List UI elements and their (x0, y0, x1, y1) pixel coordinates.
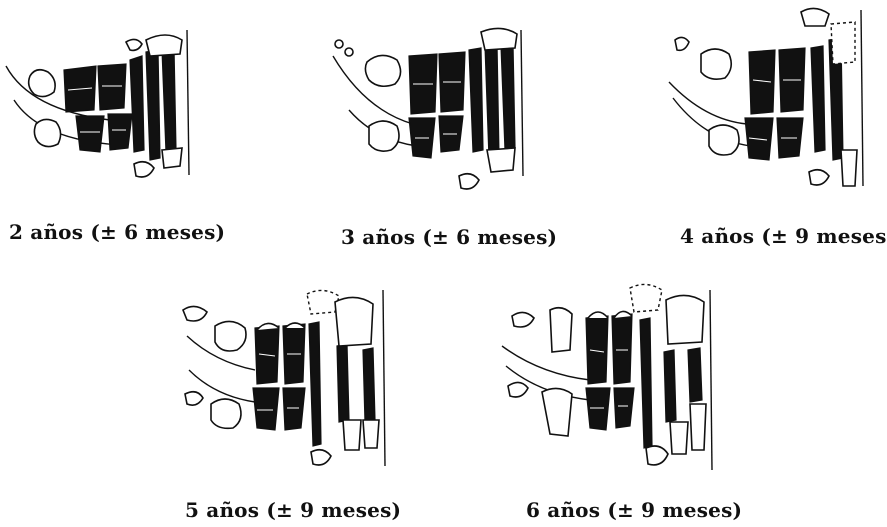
primary-canine (640, 318, 652, 448)
primary-incisor (162, 48, 176, 152)
tooth-bud-molar (701, 49, 731, 79)
caption-4-years: 4 años (± 9 meses) (680, 224, 887, 248)
dentition-diagram-3-years (325, 0, 555, 200)
dentition-diagram-5-years (175, 270, 405, 480)
dentition-panel-3-years: 3 años (± 6 meses) (325, 0, 555, 260)
dentition-panel-4-years: 4 años (± 9 meses) (665, 0, 887, 260)
dentition-panel-2-years: 2 años (± 6 meses) (0, 0, 230, 260)
caption-3-years: 3 años (± 6 meses) (341, 225, 557, 249)
primary-molar (108, 114, 132, 150)
dentition-diagram-2-years (0, 0, 230, 200)
primary-molar (614, 388, 634, 428)
tooth-bud-molar (211, 399, 241, 428)
tooth-bud-molar (215, 321, 246, 351)
permanent-molar-crown (550, 308, 572, 352)
dentition-diagram-4-years (665, 0, 887, 200)
dentition-diagram-6-years (500, 270, 730, 480)
primary-incisor (501, 44, 515, 150)
permanent-incisor-bud (481, 28, 517, 50)
tooth-bud-molar (709, 125, 739, 155)
tooth-bud-molar (369, 121, 399, 151)
permanent-molar-crown (542, 388, 572, 436)
caption-6-years: 6 años (± 9 meses) (526, 498, 742, 522)
permanent-incisor-bud (146, 35, 182, 56)
primary-canine (130, 56, 144, 152)
caption-2-years: 2 años (± 6 meses) (9, 220, 225, 244)
primary-molar (586, 388, 610, 430)
primary-molar (98, 64, 126, 110)
primary-molar (76, 116, 104, 152)
caption-5-years: 5 años (± 9 meses) (185, 498, 401, 522)
dentition-panel-5-years: 5 años (± 9 meses) (175, 270, 405, 527)
permanent-incisor-bud (666, 295, 704, 344)
primary-incisor (337, 344, 349, 422)
tooth-bud-molar (365, 55, 400, 86)
primary-incisor (688, 348, 702, 402)
primary-canine (309, 322, 321, 446)
primary-canine (469, 48, 483, 152)
primary-molar (612, 314, 632, 384)
primary-molar (749, 50, 775, 114)
dentition-panel-6-years: 6 años (± 9 meses) (500, 270, 730, 527)
primary-molar (253, 388, 279, 430)
jaw-arch-upper (669, 82, 747, 124)
permanent-incisor-bud (831, 22, 855, 64)
jaw-arch-upper (502, 346, 590, 380)
permanent-incisor-bud (335, 297, 373, 346)
tooth-bud-molar (34, 119, 60, 146)
primary-canine (811, 46, 825, 152)
primary-incisor (363, 348, 375, 422)
primary-incisor (664, 350, 676, 422)
tooth-bud-molar (29, 70, 55, 97)
primary-molar (586, 316, 608, 384)
primary-molar (283, 388, 305, 430)
primary-incisor (146, 50, 160, 160)
primary-incisor (485, 44, 499, 158)
